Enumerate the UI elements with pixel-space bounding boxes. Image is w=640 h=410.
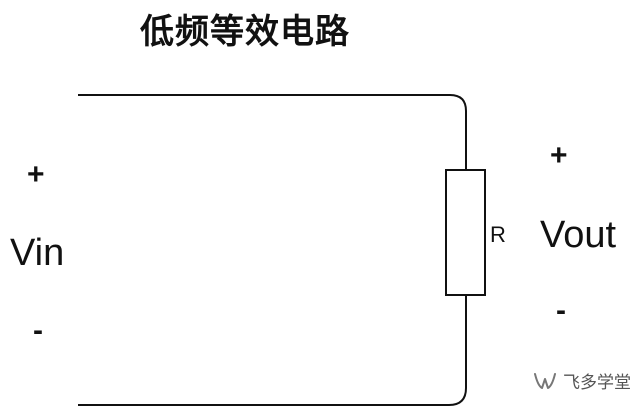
- resistor-label: R: [490, 222, 506, 247]
- input-voltage-label: Vin: [10, 232, 65, 274]
- output-plus-sign: +: [550, 139, 568, 172]
- output-minus-sign: -: [556, 294, 566, 327]
- top-wire: [78, 94, 467, 170]
- output-voltage-label: Vout: [540, 214, 617, 256]
- input-minus-sign: -: [33, 314, 43, 347]
- input-plus-sign: +: [27, 158, 45, 191]
- wechat-channel-logo-icon: [534, 372, 556, 389]
- watermark: 飞多学堂: [532, 368, 631, 393]
- diagram-title: 低频等效电路: [140, 12, 350, 52]
- resistor-body: [445, 169, 486, 296]
- watermark-text: 飞多学堂: [563, 373, 631, 393]
- bottom-wire: [78, 295, 467, 406]
